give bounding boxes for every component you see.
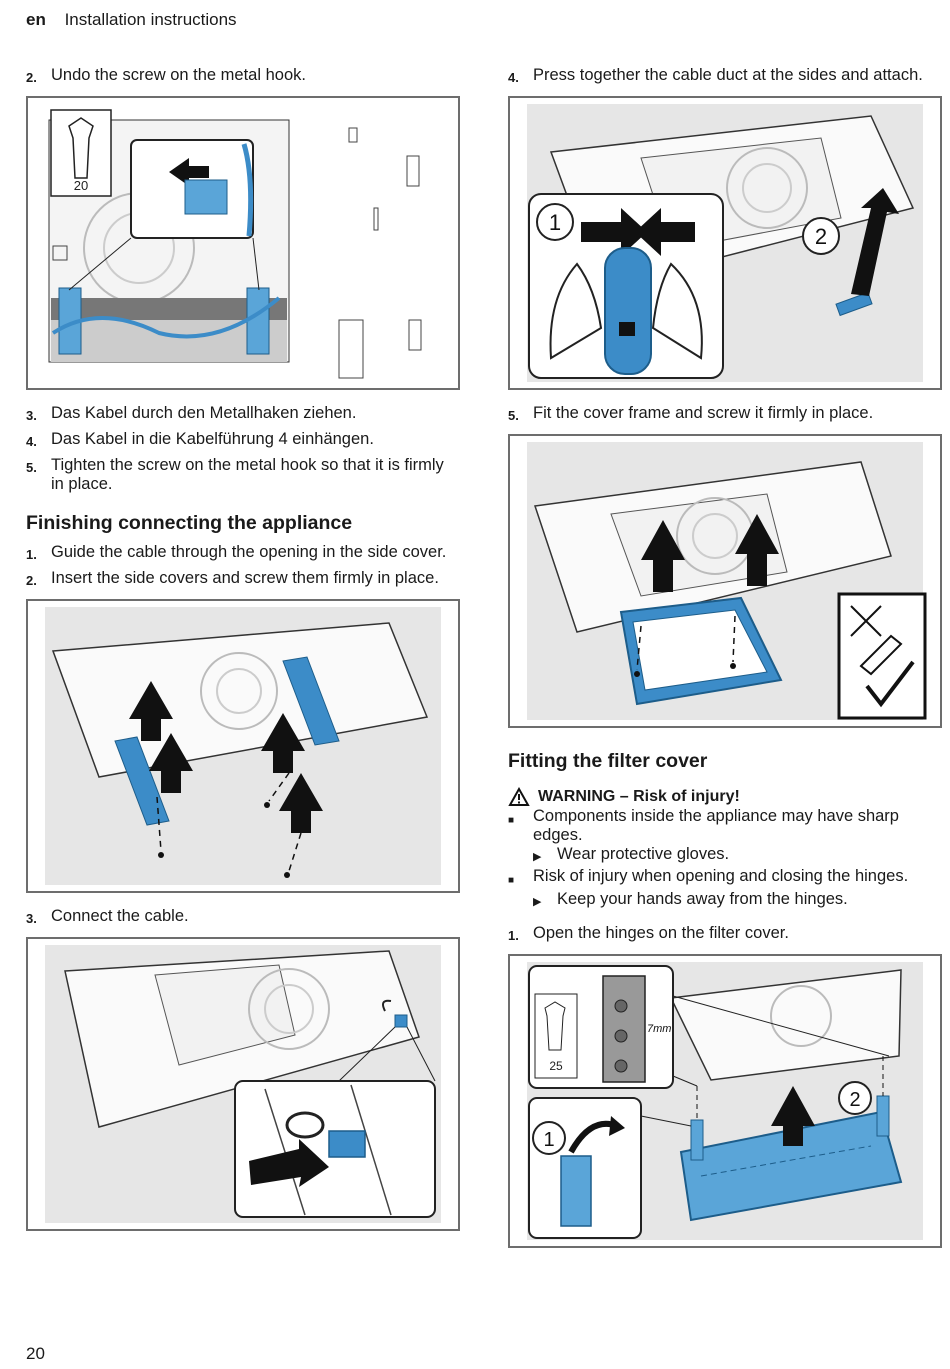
warning-action-text: Wear protective gloves. [557, 845, 730, 863]
step-number: 4. [508, 70, 519, 85]
figure-filter-hinges: 2 25 7mm 1 [508, 954, 942, 1248]
callout-number-2: 2 [815, 224, 827, 249]
step-cover-frame: 5. Fit the cover frame and screw it firm… [508, 404, 942, 425]
dimension-label: 7mm [647, 1023, 671, 1035]
connect-cable-illustration [45, 945, 441, 1223]
section-title-finishing: Finishing connecting the appliance [26, 512, 353, 534]
step-text: Das Kabel durch den Metallhaken ziehen. [51, 404, 357, 422]
cable-duct-illustration: 2 1 [527, 104, 923, 382]
step-cable-duct: 4. Press together the cable duct at the … [508, 66, 942, 87]
step-text: Insert the side covers and screw them fi… [51, 569, 439, 587]
callout-number-1: 1 [549, 210, 561, 235]
left-column: 2. Undo the screw on the metal hook. 20 [26, 66, 460, 1245]
step-item: 4. Das Kabel in die Kabelführung 4 einhä… [26, 430, 460, 451]
step-undo-screw: 2. Undo the screw on the metal hook. [26, 66, 460, 87]
steps-cable-list: 3. Das Kabel durch den Metallhaken ziehe… [26, 404, 460, 494]
step-item: 3. Das Kabel durch den Metallhaken ziehe… [26, 404, 460, 425]
page-header: en Installation instructions [26, 10, 237, 30]
step-item: 1. Guide the cable through the opening i… [26, 543, 460, 564]
warning-text: Risk of injury when opening and closing … [533, 867, 909, 885]
torx-size-label: 20 [74, 178, 88, 193]
header-title: Installation instructions [64, 10, 237, 29]
warning-triangle-icon [508, 787, 530, 806]
step-item: 5. Tighten the screw on the metal hook s… [26, 456, 460, 494]
step-text: Connect the cable. [51, 907, 189, 925]
warning-title: WARNING – Risk of injury! [538, 788, 740, 805]
warning-list: ■ Components inside the appliance may ha… [508, 807, 942, 912]
warning-heading: WARNING – Risk of injury! [508, 787, 942, 807]
step-number: 4. [26, 434, 37, 449]
right-column: 4. Press together the cable duct at the … [508, 66, 942, 1262]
figure-connect-cable [26, 937, 460, 1231]
warning-item: ■ Components inside the appliance may ha… [508, 807, 942, 845]
warning-action-text: Keep your hands away from the hinges. [557, 890, 848, 908]
step-number: 1. [508, 928, 519, 943]
warning-text: Components inside the appliance may have… [533, 807, 899, 844]
section-title-filter-cover: Fitting the filter cover [508, 750, 708, 772]
language-code: en [26, 10, 46, 29]
step-text: Open the hinges on the filter cover. [533, 924, 789, 942]
warning-action: ▶ Wear protective gloves. [508, 845, 942, 867]
square-bullet-icon: ■ [508, 875, 515, 886]
figure-metal-hook: 20 [26, 96, 460, 390]
step-number: 3. [26, 408, 37, 423]
step-number: 2. [26, 70, 37, 85]
triangle-bullet-icon: ▶ [533, 851, 542, 863]
warning-item: ■ Risk of injury when opening and closin… [508, 867, 942, 890]
filter-hinges-illustration: 2 25 7mm 1 [527, 962, 923, 1240]
step-text: Guide the cable through the opening in t… [51, 543, 447, 561]
step-number: 5. [508, 408, 519, 423]
page-number: 20 [26, 1344, 45, 1363]
step-text: Undo the screw on the metal hook. [51, 66, 306, 84]
figure-cable-duct: 2 1 [508, 96, 942, 390]
step-text: Tighten the screw on the metal hook so t… [51, 456, 444, 493]
step-number: 1. [26, 547, 37, 562]
figure-side-covers [26, 599, 460, 893]
step-text: Fit the cover frame and screw it firmly … [533, 404, 874, 422]
step-text: Das Kabel in die Kabelführung 4 einhänge… [51, 430, 374, 448]
figure-cover-frame [508, 434, 942, 728]
cover-frame-illustration [527, 442, 927, 720]
step-connect-cable: 3. Connect the cable. [26, 907, 460, 928]
callout-number-2: 2 [849, 1089, 860, 1111]
warning-action: ▶ Keep your hands away from the hinges. [508, 890, 942, 912]
step-item: 2. Insert the side covers and screw them… [26, 569, 460, 590]
step-number: 2. [26, 573, 37, 588]
callout-number-1: 1 [543, 1129, 554, 1151]
step-number: 5. [26, 460, 37, 475]
square-bullet-icon: ■ [508, 815, 515, 826]
side-covers-illustration [45, 607, 441, 885]
torx-size-label: 25 [549, 1059, 563, 1073]
step-text: Press together the cable duct at the sid… [533, 66, 923, 84]
metal-hook-illustration: 20 [48, 109, 422, 379]
step-number: 3. [26, 911, 37, 926]
triangle-bullet-icon: ▶ [533, 896, 542, 908]
step-open-hinges: 1. Open the hinges on the filter cover. [508, 924, 942, 945]
